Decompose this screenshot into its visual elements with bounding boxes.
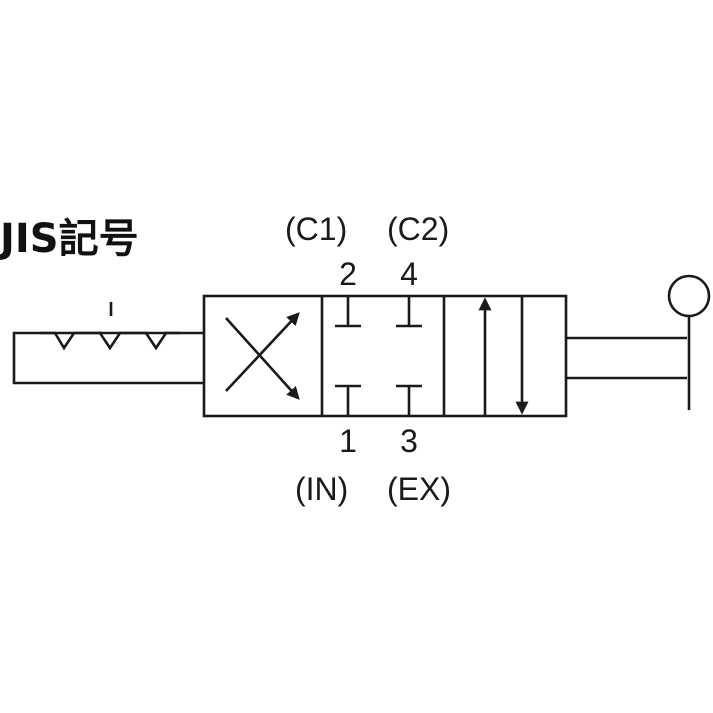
port-1-number: 1 [339,423,357,459]
port-4-number: 4 [400,256,418,292]
port-c1-label: (C1) [285,211,347,247]
cross-arrow-up-icon [225,312,300,392]
port-3-number: 3 [400,423,418,459]
detent-notches-icon [40,331,180,351]
blocked-envelope [335,296,422,416]
port-ex-label: (EX) [387,471,451,507]
plunger-actuator [566,274,711,410]
parallel-flow-envelope [478,296,529,416]
plunger-knob-icon [667,274,711,318]
diagram-title: JIS記号 [0,216,139,262]
port-in-label: (IN) [295,471,348,507]
cross-arrow-down-icon [225,317,300,400]
port-c2-label: (C2) [387,211,449,247]
port-2-number: 2 [339,256,357,292]
valve-body [202,294,568,418]
cross-flow-envelope [225,312,300,400]
detent-actuator [12,302,204,385]
